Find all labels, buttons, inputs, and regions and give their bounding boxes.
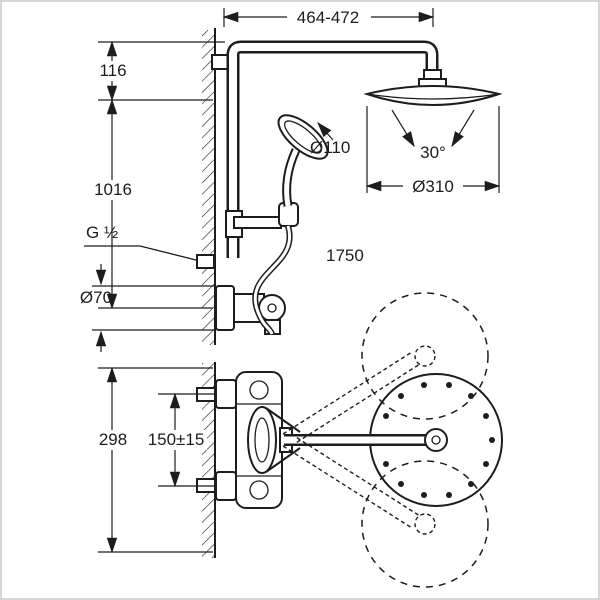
- hand-shower-face: [283, 120, 323, 154]
- hand-shower-face-plan: [254, 417, 270, 463]
- hand-shower-rim-plan: [247, 406, 277, 474]
- holder-arm: [233, 216, 282, 229]
- dim-label-head-diameter: Ø310: [412, 177, 454, 196]
- rain-shower-head: [363, 69, 503, 106]
- handle-plan-top: [249, 380, 269, 400]
- side-view: 464-472 30° Ø310: [80, 7, 503, 352]
- swivel-circle-top: [361, 292, 489, 420]
- dim-label-top-width: 464-472: [297, 8, 359, 27]
- swivel-hub-bottom: [414, 513, 436, 535]
- shower-hose: [252, 225, 293, 336]
- swivel-range: [282, 292, 489, 588]
- swivel-circle-bottom: [361, 460, 489, 588]
- wall-hatching-plan: [202, 363, 215, 558]
- dim-label-head-offset: 116: [99, 61, 126, 80]
- escutcheon-plan-top: [215, 379, 237, 409]
- dim-label-rail-height: 1016: [94, 180, 132, 199]
- hand-shower-holder: [278, 202, 299, 227]
- dim-label-spray-angle: 30°: [420, 143, 446, 162]
- head-nozzle-dots: [377, 382, 495, 498]
- swivel-hub-top: [414, 345, 436, 367]
- head-rim-line: [366, 93, 500, 100]
- dim-hand-shower-diameter: Ø110: [310, 122, 350, 157]
- thermostat-mixer: [215, 285, 286, 335]
- arm-hub: [424, 428, 448, 452]
- dim-escutcheon-diameter: Ø70: [80, 264, 214, 352]
- dim-label-hose-length: 1750: [326, 246, 364, 265]
- head-plan: [284, 373, 503, 507]
- plan-view: 298 150±15: [92, 292, 503, 588]
- dim-top-width: 464-472: [222, 7, 435, 27]
- thread-callout: G ½: [84, 223, 215, 269]
- dim-label-hand-shower-diameter: Ø110: [310, 138, 350, 157]
- dim-wall-depth: 298: [92, 366, 213, 554]
- head-body: [363, 85, 503, 106]
- handle-plan-bottom: [249, 480, 269, 500]
- spray-angle: 30°: [391, 109, 475, 162]
- dim-vertical-stack: 116 1016: [90, 40, 225, 310]
- wall-side: [202, 28, 216, 345]
- shower-pipe: [211, 40, 439, 258]
- supply-stub: [196, 254, 215, 269]
- hand-shower: [225, 114, 329, 238]
- dim-label-thread-size: G ½: [86, 223, 118, 242]
- dim-label-escutcheon-diameter: Ø70: [80, 288, 112, 307]
- dim-label-wall-depth: 298: [99, 430, 127, 449]
- dim-label-supply-spacing: 150±15: [148, 430, 205, 449]
- hand-shower-head: [277, 114, 329, 160]
- dim-head-diameter: Ø310: [365, 106, 501, 196]
- mixer-escutcheon: [215, 285, 235, 331]
- wall-hatching: [202, 30, 215, 345]
- hand-shower-plan: [247, 406, 301, 474]
- escutcheon-plan-bottom: [215, 471, 237, 501]
- dim-supply-spacing: 150±15: [145, 392, 214, 488]
- mixer-knob-center: [267, 303, 277, 313]
- arm-hub-center: [431, 435, 441, 445]
